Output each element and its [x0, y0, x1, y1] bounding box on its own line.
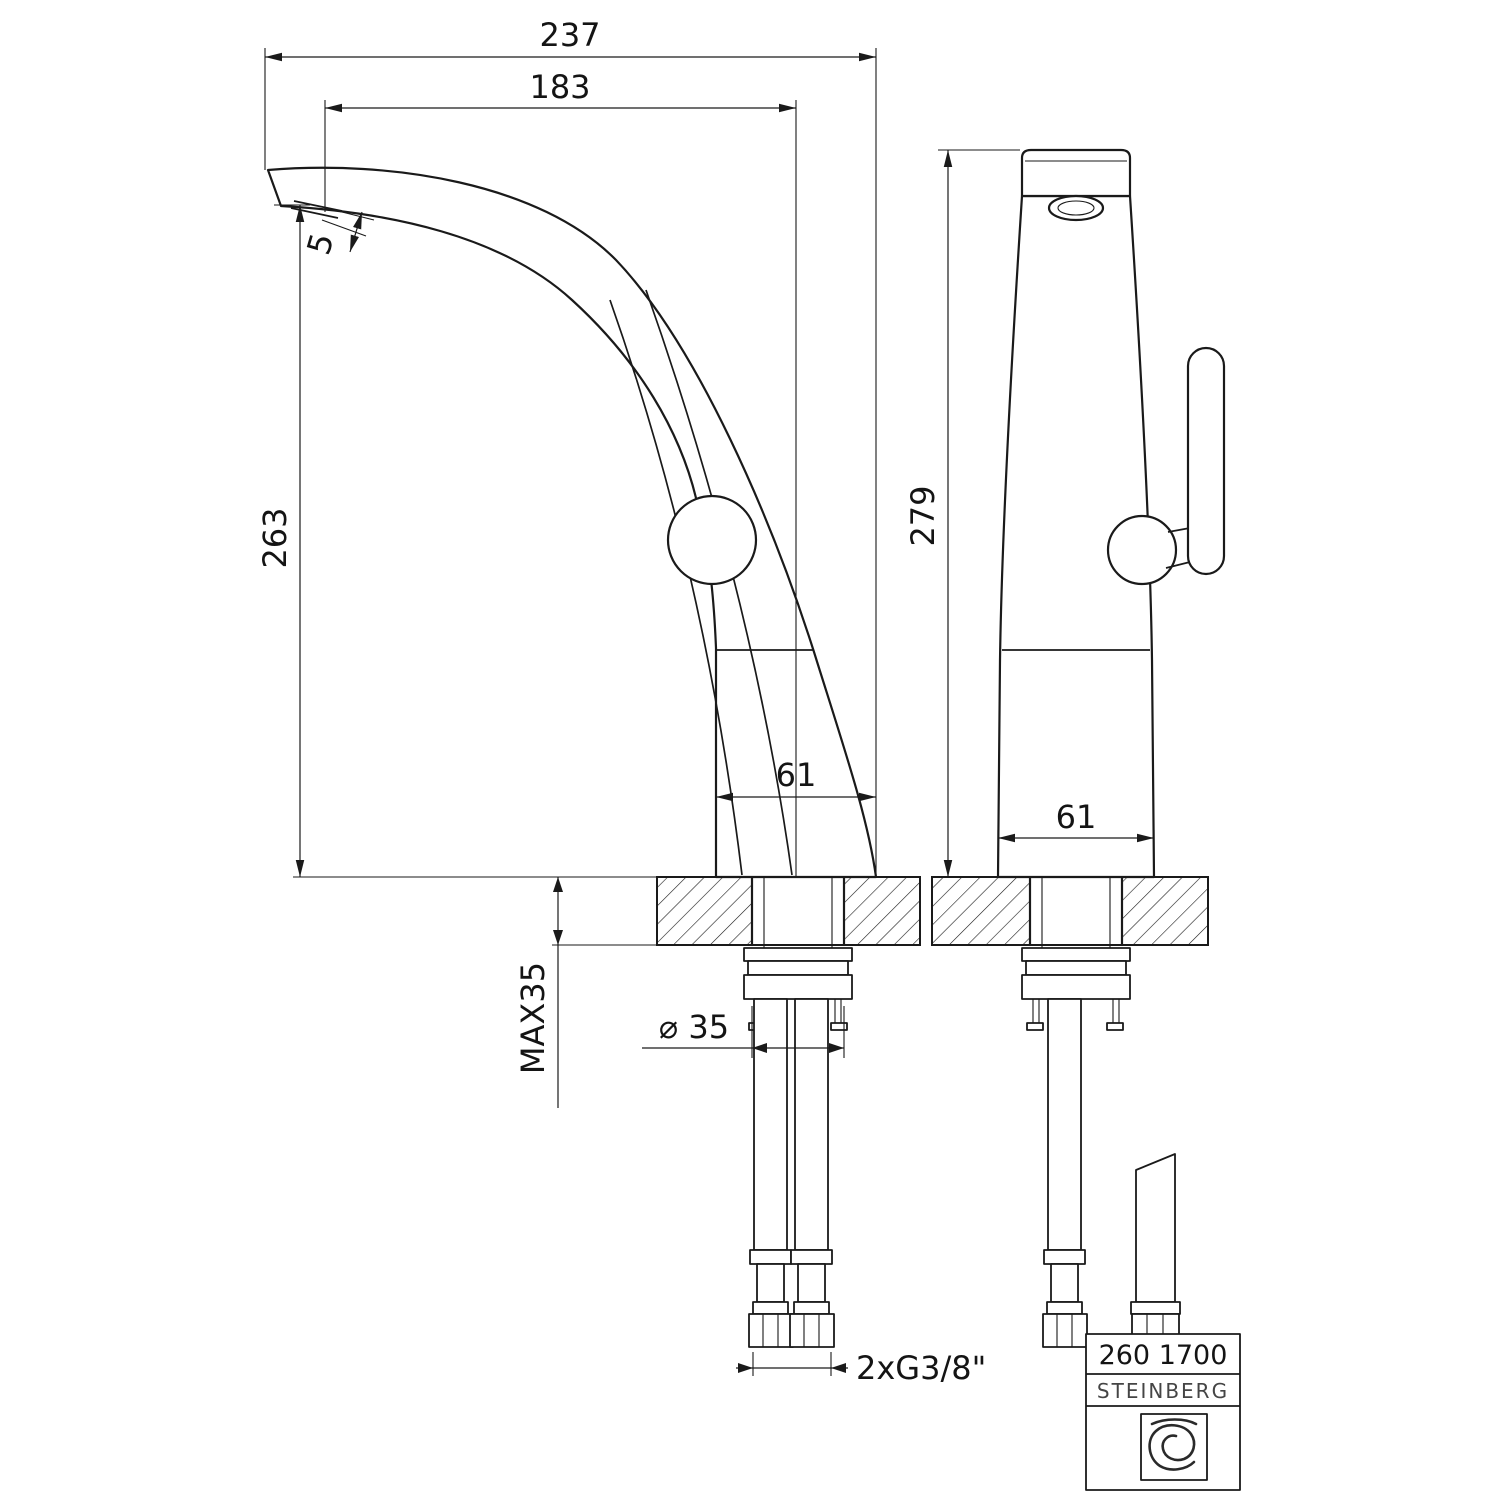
faucet-side-view: [266, 166, 878, 879]
threaded-shank-side: [763, 877, 833, 948]
handle-lever: [1186, 346, 1226, 576]
dim-thread-label: 2xG3/8": [856, 1349, 986, 1387]
hose-front-braid: [1047, 998, 1082, 1251]
seal-side: [747, 960, 849, 976]
dim-279-label: 279: [904, 485, 942, 546]
ext-lines-183: [324, 100, 797, 877]
hose-front-hex-nut: [1042, 1313, 1088, 1348]
mounting-bracket-side: [743, 974, 853, 1000]
title-block-dividers: [1086, 1373, 1240, 1407]
mounting-hardware-side: [743, 877, 853, 1031]
dim-237-label: 237: [539, 16, 600, 54]
max35-arrow-up: [553, 877, 563, 892]
mounting-hole-side: [753, 878, 843, 944]
supply-hose-cut: [1130, 1153, 1181, 1348]
mounting-bracket-front: [1021, 974, 1131, 1000]
handle-connector-lines: [1165, 527, 1191, 569]
mounting-hardware-front: [1021, 877, 1131, 1031]
dim-line-5: [349, 211, 363, 253]
faucet-front-view: [996, 148, 1226, 879]
supply-hoses-side: [748, 998, 835, 1348]
hose-2-ferrule: [793, 1301, 830, 1315]
dim-max35-label: MAX35: [514, 962, 552, 1074]
washer-side: [743, 947, 853, 962]
supply-hose-front: [1042, 998, 1088, 1348]
ext-lines-diameter: [751, 1006, 845, 1058]
aerator-outer: [1047, 194, 1105, 222]
dim-diameter-label: ⌀ 35: [659, 1008, 729, 1046]
dim-61-side-label: 61: [776, 756, 817, 794]
title-block: 260 1700 STEINBERG: [1085, 1333, 1241, 1491]
countertop-front: [931, 875, 1209, 947]
hose-1-ferrule: [752, 1301, 789, 1315]
hose-1-hex-nut: [748, 1313, 794, 1348]
ext-lines-237: [264, 48, 877, 877]
hose-2-braid: [794, 998, 829, 1251]
dimension-61-front: 61: [997, 798, 1155, 877]
mounting-screws-front: [1032, 999, 1120, 1023]
thread-arrow-right: [831, 1363, 846, 1373]
hose-1-braid: [753, 998, 788, 1251]
hose-front-hex-facets: [1056, 1314, 1073, 1347]
handle-ball-joint: [1106, 514, 1178, 586]
faucet-front-cap: [1020, 148, 1132, 198]
seal-front: [1025, 960, 1127, 976]
hose-2-hex-nut: [789, 1313, 835, 1348]
aerator-inner: [1057, 200, 1095, 216]
faucet-side-outline: [266, 166, 878, 879]
handle-joint-circle: [666, 494, 758, 586]
dim-183-label: 183: [529, 68, 590, 106]
hose-1-hex-facets: [762, 1314, 779, 1347]
max35-arrow-down: [553, 930, 563, 945]
dimension-279: 279: [904, 149, 1020, 877]
dim-61-front-label: 61: [1056, 798, 1097, 836]
dimension-5: 5: [299, 208, 375, 259]
diameter-arrow-left: [752, 1043, 767, 1053]
screw-head-front-left: [1026, 1022, 1044, 1031]
hose-2-neck: [797, 1263, 826, 1303]
countertop-side: [656, 875, 921, 947]
dimension-thread: 2xG3/8": [736, 1349, 986, 1387]
dimension-61-side: 61: [715, 756, 876, 877]
mounting-hole-front: [1031, 878, 1121, 944]
washer-front: [1021, 947, 1131, 962]
screw-head-right: [830, 1022, 848, 1031]
hose-front-neck: [1050, 1263, 1079, 1303]
dim-263-label: 263: [256, 507, 294, 568]
mounting-hole-walls-side: [750, 875, 846, 947]
mounting-hole-walls-front: [1028, 875, 1124, 947]
hose-1-neck: [756, 1263, 785, 1303]
steinberg-logo-bar: [1150, 1418, 1198, 1426]
hose-1-collar: [749, 1249, 792, 1265]
dimension-diameter-35: ⌀ 35: [642, 1006, 845, 1058]
steinberg-logo-icon: [1148, 1424, 1196, 1471]
brand-name: STEINBERG: [1097, 1379, 1229, 1403]
thread-arrow-left: [738, 1363, 753, 1373]
model-number: 260 1700: [1099, 1340, 1228, 1371]
screw-head-front-right: [1106, 1022, 1124, 1031]
hose-front-collar: [1043, 1249, 1086, 1265]
hose-2-hex-facets: [803, 1314, 820, 1347]
dimension-max35: MAX35: [514, 877, 660, 1108]
dimension-237: 237: [264, 16, 877, 877]
threaded-shank-front: [1041, 877, 1111, 948]
dimension-263: 263: [256, 204, 658, 878]
diameter-arrow-right: [829, 1043, 844, 1053]
dim-5-label: 5: [299, 229, 341, 259]
dimension-183: 183: [324, 68, 797, 877]
hose-front-ferrule: [1046, 1301, 1083, 1315]
hose-2-collar: [790, 1249, 833, 1265]
ext-lines-thread: [752, 1352, 832, 1376]
hose-cut-braid: [1135, 1153, 1176, 1303]
hose-cut-ferrule: [1130, 1301, 1181, 1315]
